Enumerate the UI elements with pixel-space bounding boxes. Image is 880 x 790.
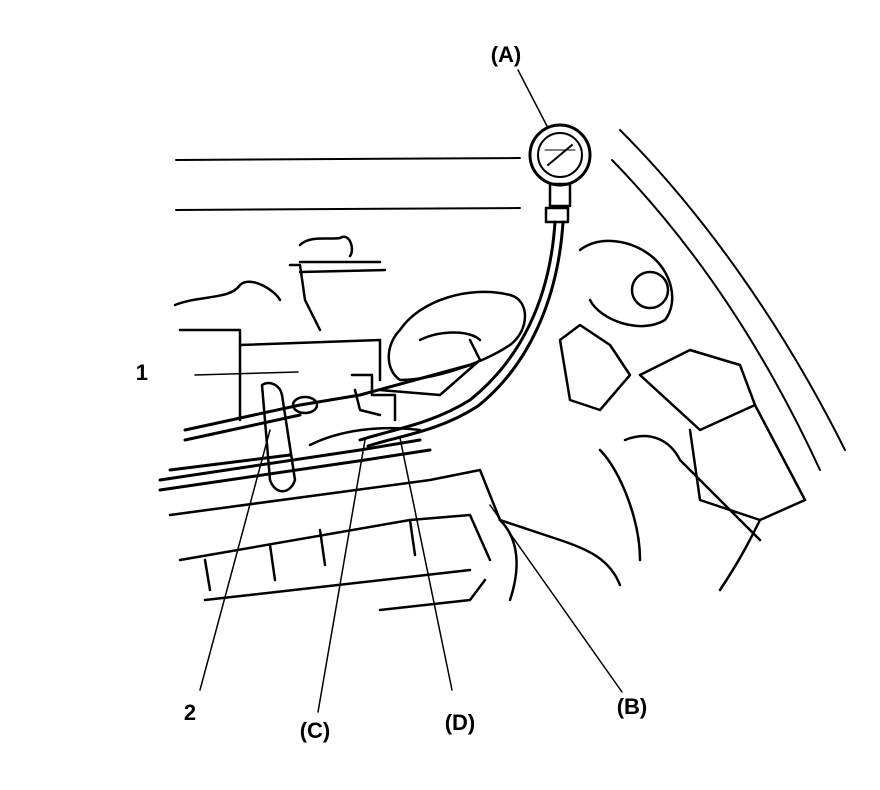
air-cleaner-housing [378, 290, 527, 397]
gauge-hose [358, 220, 565, 448]
leader-2 [199, 429, 271, 691]
leader-a [517, 69, 549, 129]
callout-a: (A) [491, 42, 522, 67]
hood-edge-lines [175, 129, 846, 471]
leader-lines [194, 69, 623, 713]
callout-b: (B) [617, 694, 648, 719]
component-2-post [260, 381, 297, 493]
intake-manifold [168, 468, 622, 612]
right-side-components [558, 239, 807, 592]
leader-1 [194, 371, 299, 376]
callout-d: (D) [445, 710, 476, 735]
fuel-lines [158, 363, 472, 492]
hose-joint [291, 373, 422, 447]
callout-2: 2 [184, 700, 196, 725]
engine-block [173, 235, 387, 422]
leader-d [399, 437, 453, 691]
pressure-gauge [528, 123, 592, 224]
leader-c [317, 439, 366, 713]
callout-c: (C) [300, 718, 331, 743]
callout-1: 1 [136, 360, 148, 385]
leader-b [489, 504, 623, 693]
